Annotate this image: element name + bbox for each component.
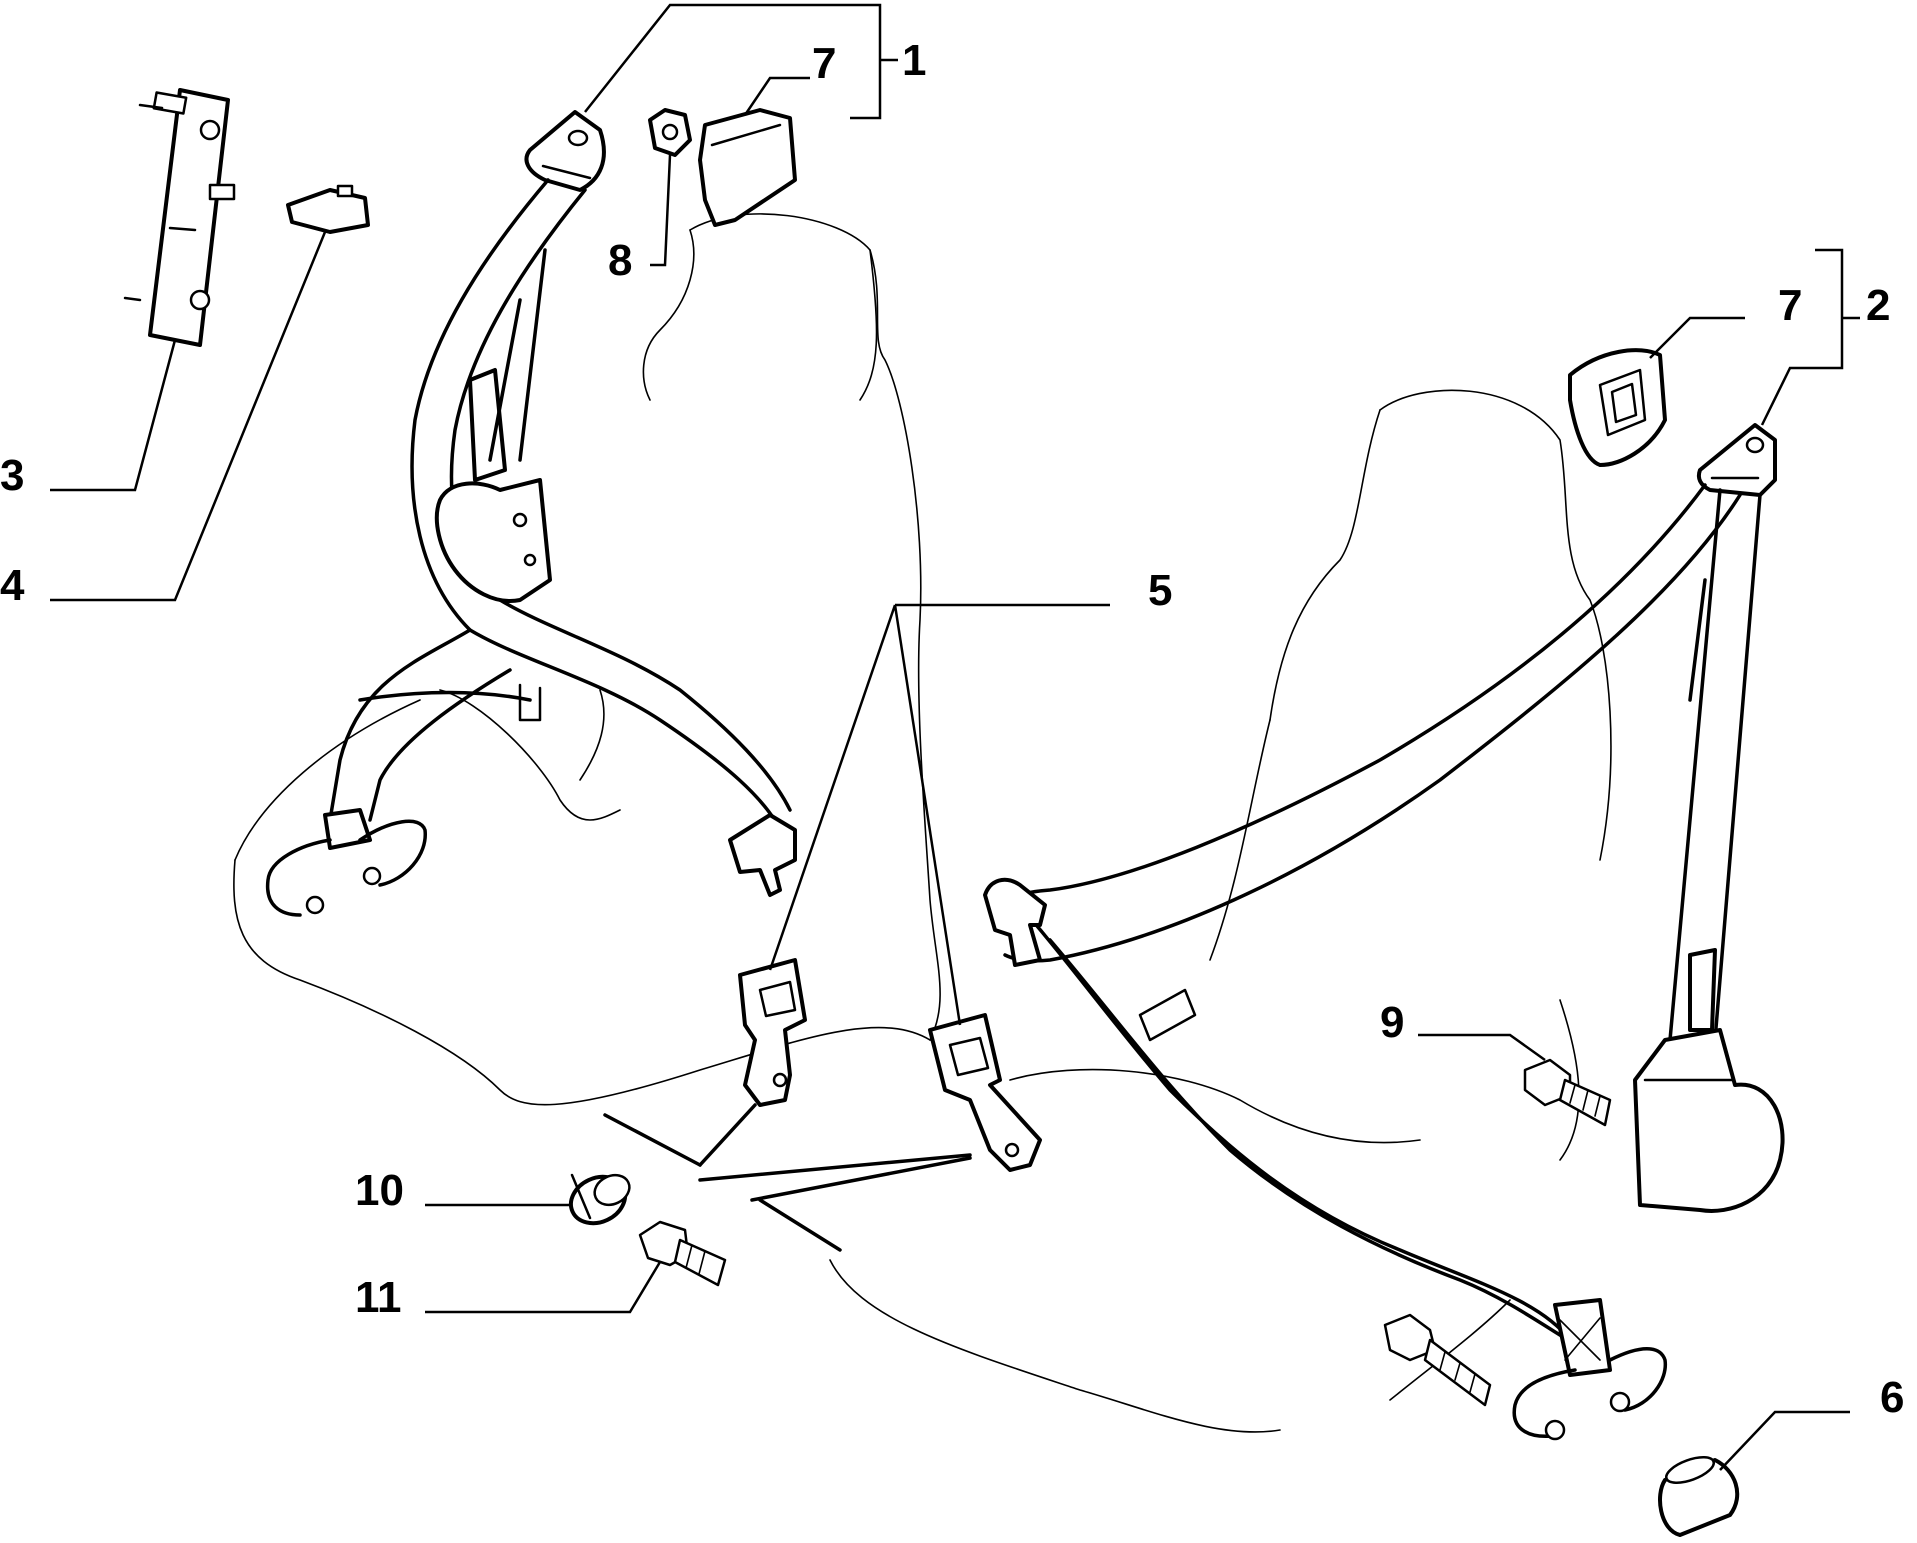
callout-9: 9 xyxy=(1380,998,1404,1047)
height-adjuster-part-3 xyxy=(123,88,236,347)
right-seat-outline xyxy=(829,389,1612,1433)
callout-labels: 1 7 8 3 4 5 2 7 9 10 11 6 xyxy=(0,36,1904,1422)
spacer-part-10 xyxy=(568,1173,631,1226)
callout-11: 11 xyxy=(355,1273,402,1322)
callout-10: 10 xyxy=(355,1166,404,1215)
callout-8: 8 xyxy=(608,236,632,285)
leader-lines xyxy=(50,3,1860,1471)
bolt-part-11 xyxy=(638,1220,727,1287)
cap-part-7-left xyxy=(698,108,797,227)
callout-6: 6 xyxy=(1880,1373,1904,1422)
buckle-part-5-left xyxy=(738,958,807,1107)
callout-1: 1 xyxy=(902,36,926,85)
spacer-part-6 xyxy=(1658,1456,1740,1537)
right-belt-assembly xyxy=(983,423,1785,1441)
cover-part-4 xyxy=(286,184,370,234)
buckle-part-5-right xyxy=(928,1013,1042,1172)
callout-7-right: 7 xyxy=(1778,281,1802,330)
bolt-part-9 xyxy=(1523,1058,1612,1127)
callout-2: 2 xyxy=(1866,281,1890,330)
callout-5: 5 xyxy=(1148,566,1172,615)
cap-part-7-right xyxy=(1568,348,1667,467)
callout-7-left: 7 xyxy=(812,39,836,88)
left-seat-outline xyxy=(233,213,941,1106)
buckle-fastening-lines xyxy=(603,1103,972,1252)
callout-3: 3 xyxy=(0,451,24,500)
left-belt-assembly xyxy=(265,110,797,917)
callout-4: 4 xyxy=(0,561,25,610)
nut-part-8 xyxy=(648,108,692,157)
